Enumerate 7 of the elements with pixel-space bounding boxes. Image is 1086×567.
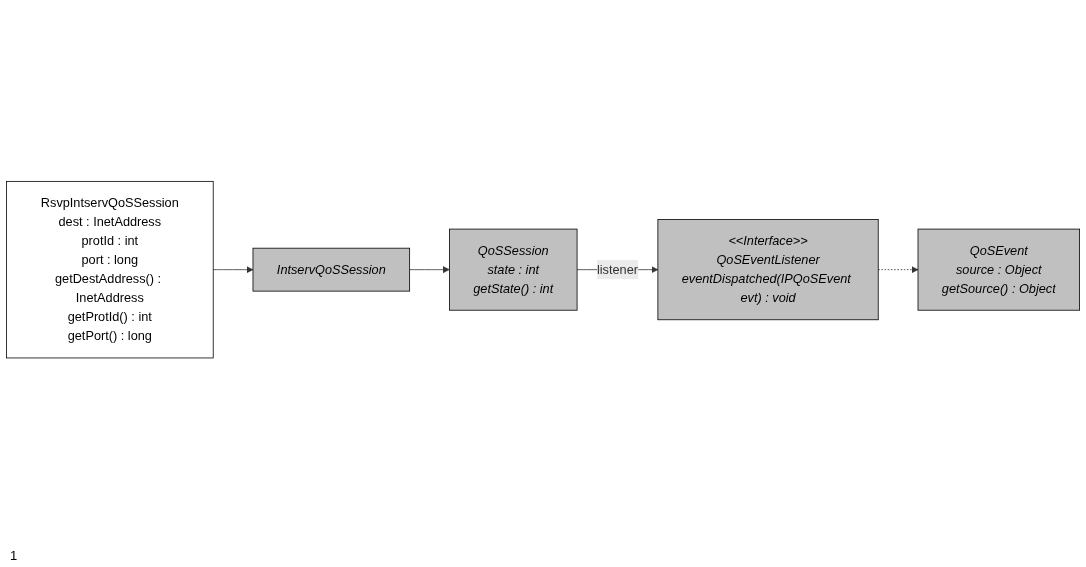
node-box: RsvpIntservQoSSession dest : InetAddress protId : int port : long getDestAddress() : InetAddress getProtId() : int getPort() : long [6,181,214,359]
multiplicity-label: 1 [10,548,18,563]
node-box: IntservQoSSession [252,248,411,292]
edge-label: listener [596,262,638,277]
node-box: QoSSession state : int getState() : int [449,229,578,311]
node-box: QoSEvent source : Object getSource() : Object [917,229,1080,311]
node-box: <<Interface>> QoSEventListener eventDispatched(IPQoSEvent evt) : void [657,219,879,321]
